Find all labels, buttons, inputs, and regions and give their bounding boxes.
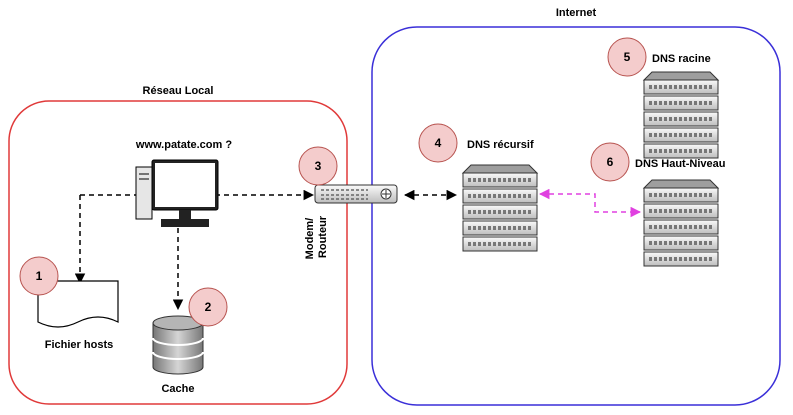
local-network-zone bbox=[8, 100, 348, 405]
router-label: Modem/ Routeur bbox=[304, 215, 329, 260]
svg-text:4: 4 bbox=[435, 136, 442, 150]
computer-label: www.patate.com ? bbox=[135, 139, 232, 151]
database-icon bbox=[152, 315, 204, 375]
dns-root-label: DNS racine bbox=[652, 53, 711, 65]
svg-text:2: 2 bbox=[205, 300, 212, 314]
step-badge-4: 4 bbox=[418, 123, 458, 163]
step-badge-5: 5 bbox=[607, 37, 647, 77]
hosts-file-label: Fichier hosts bbox=[45, 339, 113, 351]
cache-label: Cache bbox=[161, 383, 194, 395]
server-rack-icon bbox=[461, 164, 539, 252]
desktop-computer-icon bbox=[135, 159, 219, 227]
step-badge-2: 2 bbox=[188, 287, 228, 327]
step-badge-3: 3 bbox=[298, 146, 338, 186]
svg-text:6: 6 bbox=[607, 155, 614, 169]
server-rack-icon bbox=[642, 71, 720, 159]
svg-text:5: 5 bbox=[624, 50, 631, 64]
svg-text:1: 1 bbox=[36, 269, 43, 283]
step-badge-1: 1 bbox=[19, 256, 59, 296]
dns-recursive-server: DNS récursif bbox=[461, 139, 539, 252]
dns-root-server: DNS racine bbox=[642, 53, 720, 159]
local-network-title: Réseau Local bbox=[143, 85, 214, 97]
internet-zone bbox=[371, 26, 781, 406]
step-badge-6: 6 bbox=[590, 142, 630, 182]
router-icon bbox=[314, 184, 398, 204]
dns-tld-server: DNS Haut-Niveau bbox=[635, 158, 725, 267]
document-icon bbox=[37, 280, 119, 328]
server-rack-icon bbox=[642, 179, 720, 267]
internet-title: Internet bbox=[556, 7, 597, 19]
connector-recursive-tld bbox=[538, 188, 642, 218]
dns-recursive-label: DNS récursif bbox=[467, 139, 534, 151]
dns-tld-label: DNS Haut-Niveau bbox=[635, 158, 725, 170]
svg-text:3: 3 bbox=[315, 159, 322, 173]
